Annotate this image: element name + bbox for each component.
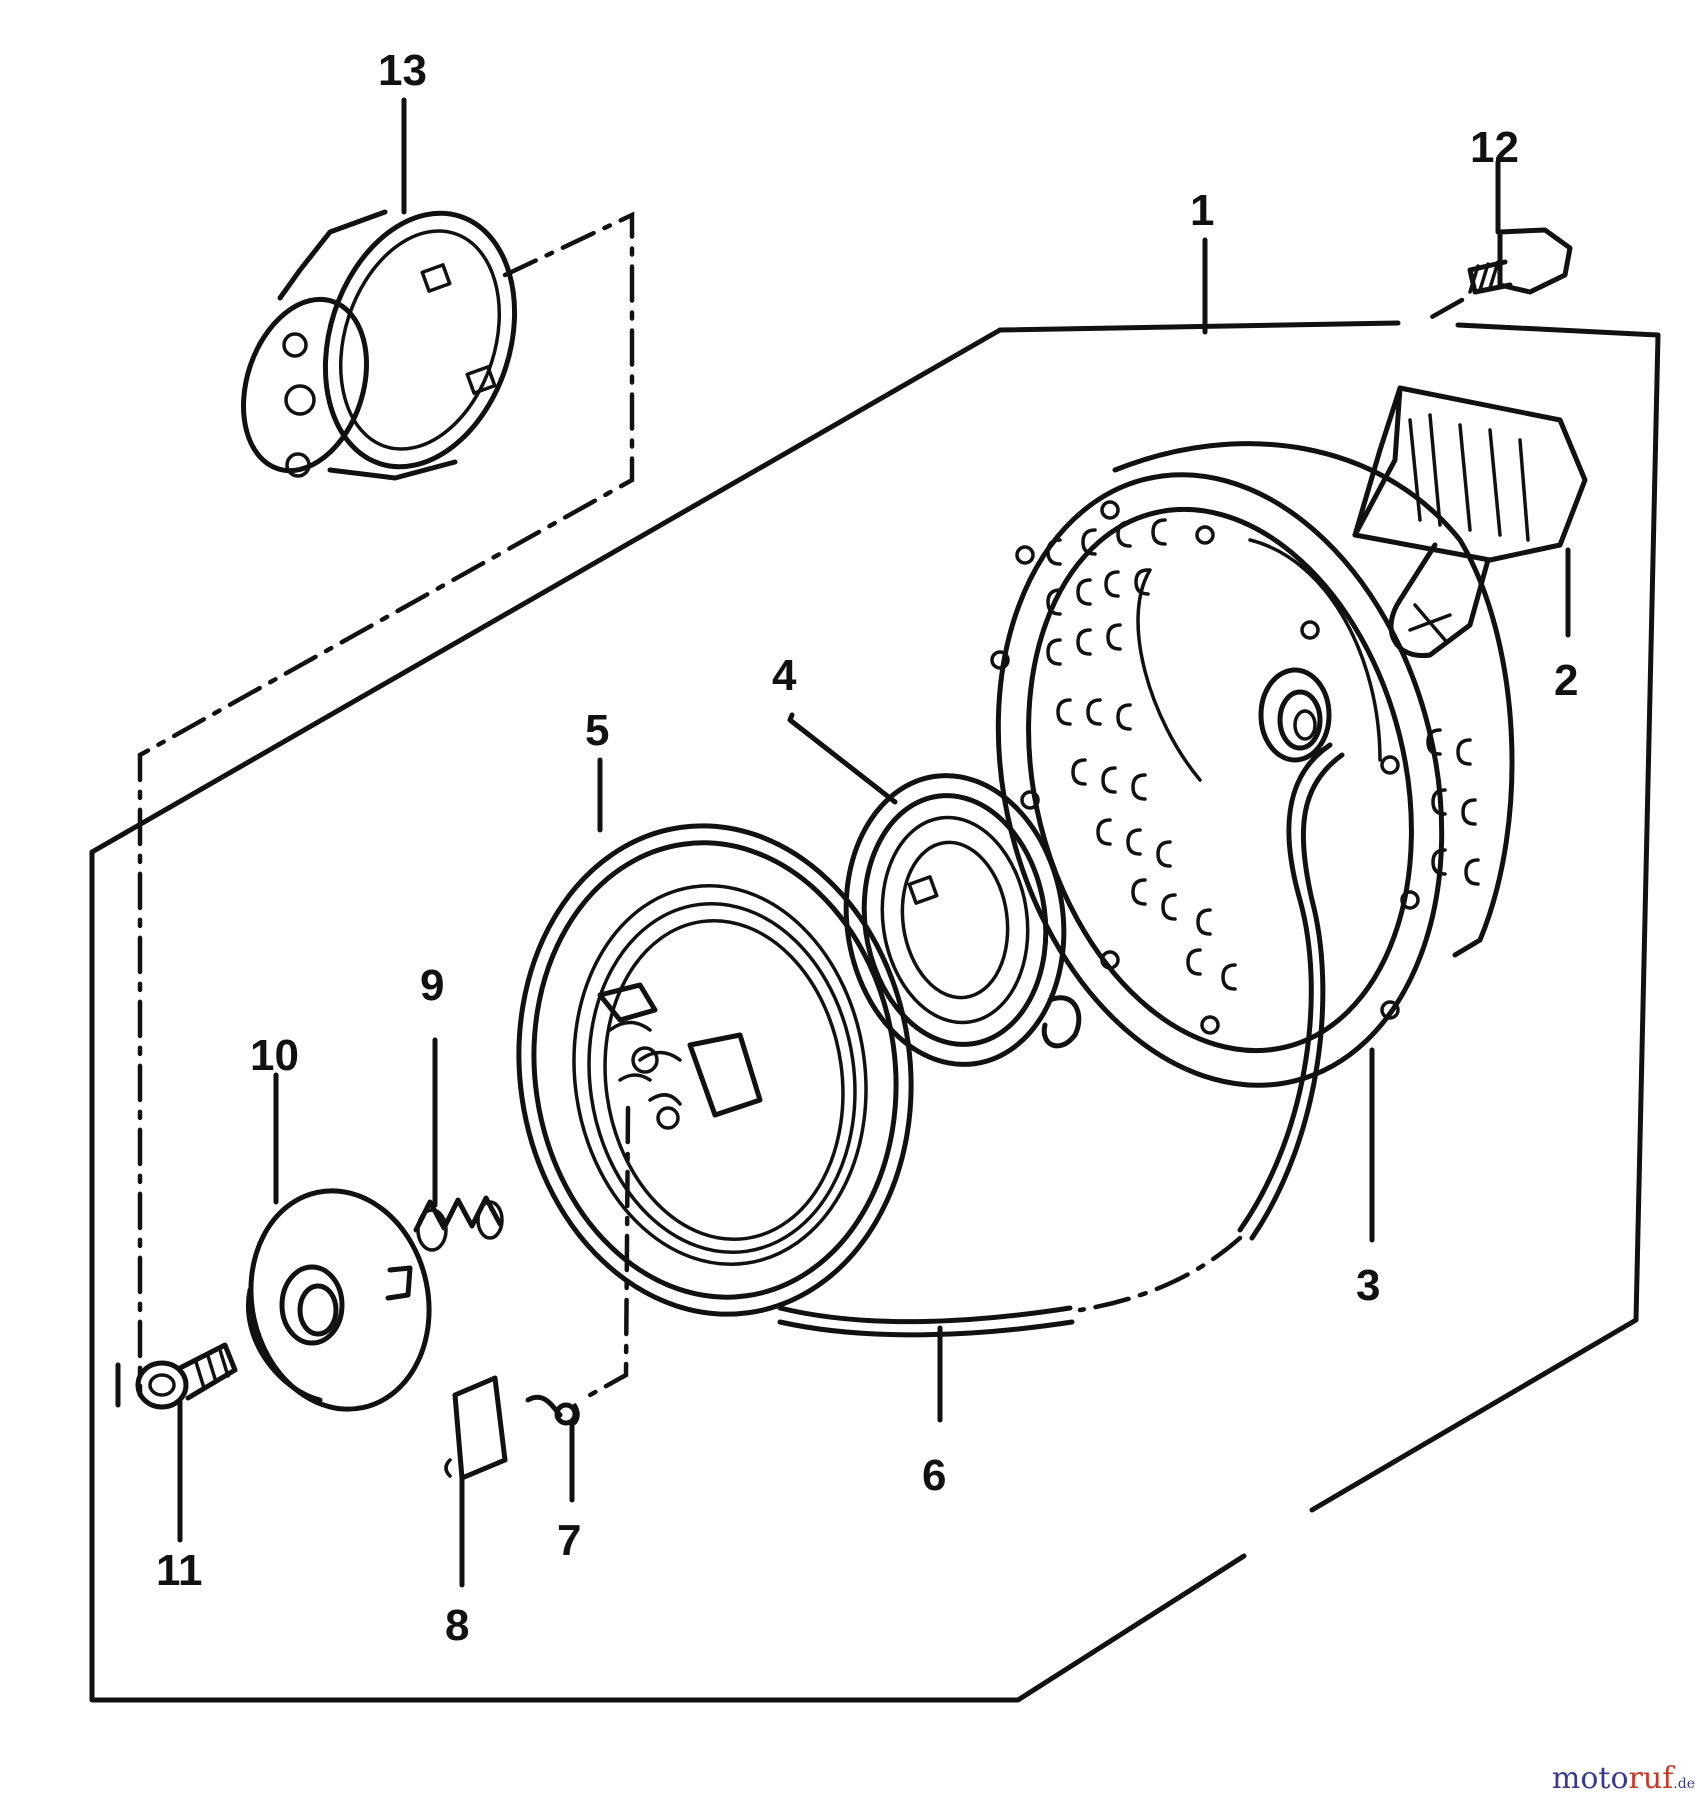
- callout-11: 11: [156, 1546, 203, 1595]
- part-12-bolt: [1427, 159, 1573, 321]
- part-6-starter-rope: [777, 742, 1345, 1423]
- housing-center-boss: [1258, 667, 1332, 763]
- callout-10: 10: [250, 1031, 299, 1080]
- part-2-starter-handle: [1352, 385, 1588, 659]
- callout-7: 7: [557, 1516, 581, 1565]
- callout-1: 1: [1190, 186, 1214, 235]
- part-8-pawl: [444, 1375, 508, 1588]
- callout-2: 2: [1554, 656, 1578, 705]
- part-13-starter-cup: [115, 97, 635, 1408]
- part-9-spring: [413, 1037, 504, 1252]
- housing-vent-slots: [1046, 518, 1480, 991]
- housing-rim-holes: [990, 500, 1420, 1035]
- part-5-pulley: [516, 757, 914, 1398]
- callout-13: 13: [378, 46, 427, 95]
- callout-8: 8: [445, 1601, 469, 1650]
- callout-12: 12: [1470, 123, 1519, 172]
- callout-6: 6: [922, 1451, 946, 1500]
- part-4-recoil-spring: [787, 712, 1082, 1067]
- part-10-ratchet-guide: [246, 1072, 432, 1412]
- part-7-small-spring: [525, 1394, 580, 1503]
- callout-4: 4: [772, 651, 797, 700]
- watermark: motoruf.de: [1551, 1761, 1695, 1796]
- callout-3: 3: [1356, 1261, 1380, 1310]
- callout-9: 9: [420, 961, 444, 1010]
- assembly-frame: [89, 237, 1661, 1703]
- part-11-screw: [135, 1342, 238, 1543]
- callout-labels: 1 2 3 4 5 6 7 8 9 10 11 12 13: [156, 46, 1578, 1650]
- callout-5: 5: [585, 706, 609, 755]
